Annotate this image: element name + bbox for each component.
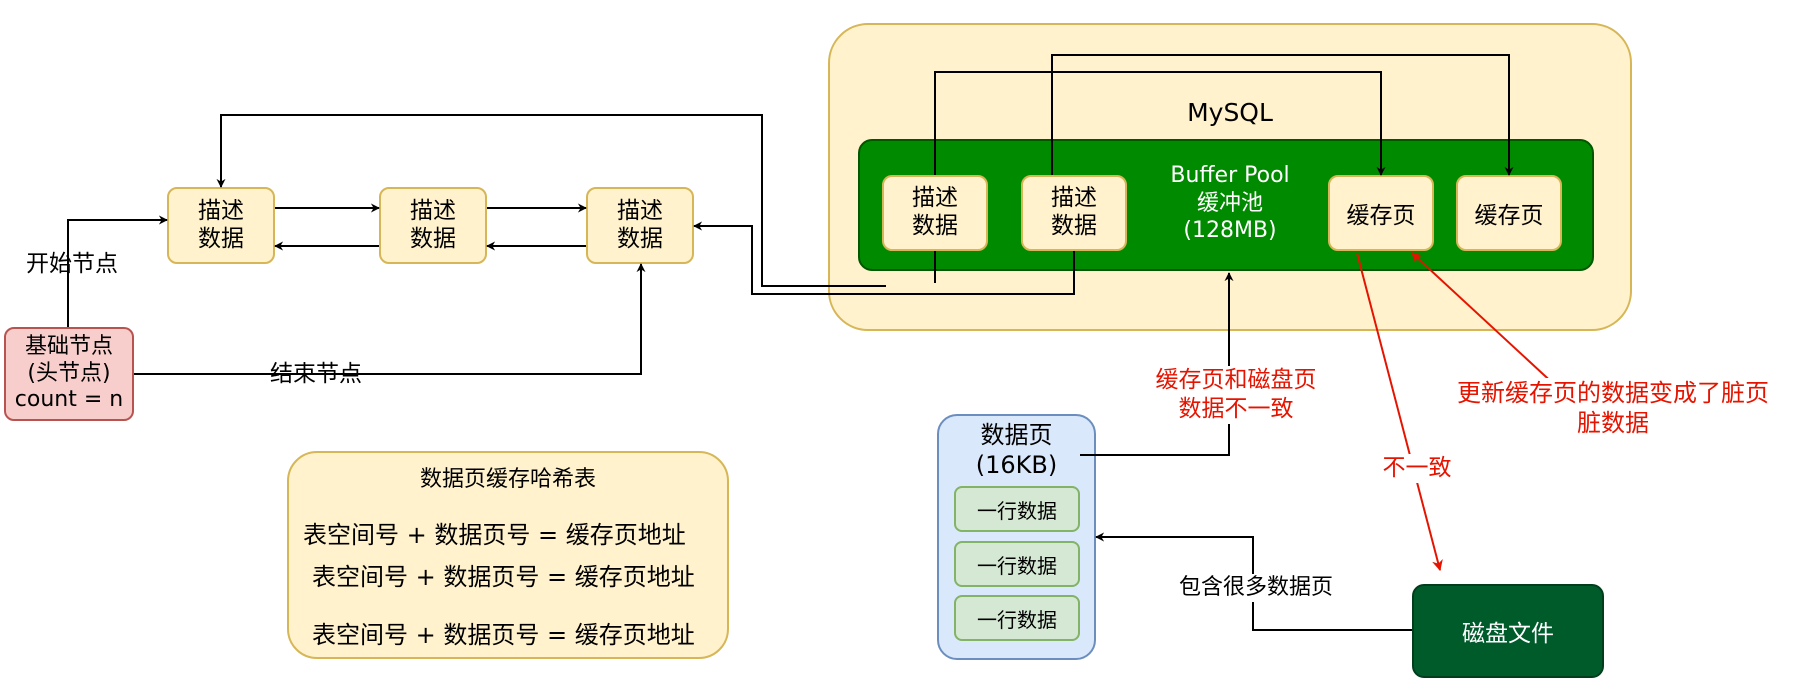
data-row-3[interactable]: 一行数据 bbox=[954, 595, 1080, 641]
data-row-1[interactable]: 一行数据 bbox=[954, 486, 1080, 532]
inconsistent-cache-disk-label: 缓存页和磁盘页 数据不一致 bbox=[1143, 366, 1329, 424]
start-node-label: 开始节点 bbox=[16, 250, 128, 279]
buffer-pool-label: Buffer Pool 缓冲池 (128MB) bbox=[1170, 163, 1290, 243]
buffer-to-node1-connector bbox=[216, 114, 886, 287]
desc1-to-cache1-connector bbox=[934, 71, 1386, 176]
mysql-label: MySQL bbox=[1187, 98, 1273, 127]
contains-pages-label: 包含很多数据页 bbox=[1165, 574, 1347, 602]
dirty-page-label: 更新缓存页的数据变成了脏页 脏数据 bbox=[1433, 378, 1793, 438]
free-list-node-2[interactable]: 描述 数据 bbox=[379, 187, 487, 264]
disk-file[interactable]: 磁盘文件 bbox=[1412, 584, 1604, 678]
hash-table-line-3: 表空间号 + 数据页号 = 缓存页地址 bbox=[312, 621, 695, 649]
free-list-node-3[interactable]: 描述 数据 bbox=[586, 187, 694, 264]
base-node[interactable]: 基础节点 (头节点) count = n bbox=[4, 327, 134, 421]
hash-table-line-2: 表空间号 + 数据页号 = 缓存页地址 bbox=[312, 563, 695, 591]
data-page-label: 数据页 (16KB) bbox=[975, 421, 1058, 479]
dirty-page-red-arrow bbox=[1411, 252, 1558, 388]
hash-table-panel bbox=[287, 451, 729, 659]
data-row-2[interactable]: 一行数据 bbox=[954, 541, 1080, 587]
hash-table-title: 数据页缓存哈希表 bbox=[419, 467, 596, 492]
buffer-desc-block-1[interactable]: 描述 数据 bbox=[882, 175, 988, 251]
buffer-desc-block-2[interactable]: 描述 数据 bbox=[1021, 175, 1127, 251]
cache-page-2[interactable]: 缓存页 bbox=[1456, 175, 1562, 251]
cache-to-disk-red-arrow bbox=[1356, 252, 1443, 572]
datapage-to-bufferpool-connector bbox=[1080, 272, 1234, 456]
desc2-to-cache2-connector bbox=[1051, 54, 1514, 176]
desc2-to-node3-connector bbox=[693, 221, 1075, 295]
hash-table-line-1: 表空间号 + 数据页号 = 缓存页地址 bbox=[303, 521, 686, 549]
cache-page-1[interactable]: 缓存页 bbox=[1328, 175, 1434, 251]
free-list-node-1[interactable]: 描述 数据 bbox=[167, 187, 275, 264]
start-node-connector bbox=[67, 215, 168, 327]
inconsistent-label: 不一致 bbox=[1372, 454, 1462, 483]
end-node-connector bbox=[134, 263, 646, 375]
